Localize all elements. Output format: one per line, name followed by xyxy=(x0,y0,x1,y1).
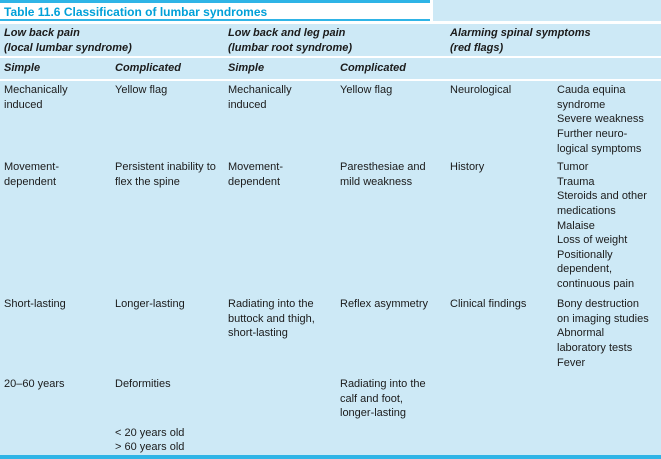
table-cell: Persistent inability to flex the spine xyxy=(115,160,228,297)
table-cell: Radiating into the buttock and thigh, sh… xyxy=(228,297,340,377)
cell-text: Yellow flag xyxy=(115,84,168,97)
table-cell: History xyxy=(450,160,557,297)
cell-text: Trauma xyxy=(557,175,595,188)
cell-text: Reflex asymmetry xyxy=(340,298,429,311)
table-cell xyxy=(557,377,661,455)
cell-text: History xyxy=(450,161,485,174)
table-cell: Deformities < 20 years old > 60 years old xyxy=(115,377,228,455)
cell-text: Short-lasting xyxy=(4,298,66,311)
subheader-simple-1: Simple xyxy=(4,62,41,75)
cell-text: Longer-lasting xyxy=(115,298,185,311)
cell-text: Movement-dependent xyxy=(228,161,284,188)
rule-gap xyxy=(0,55,661,59)
caption-gap xyxy=(430,0,433,21)
table-cell: Mechanically induced xyxy=(228,83,340,160)
group-sublabel: (red flags) xyxy=(450,41,504,54)
table-cell xyxy=(450,377,557,455)
subheader-row: Simple Complicated Simple Complicated xyxy=(0,58,661,79)
cell-text: Tumor xyxy=(557,161,589,174)
table-cell: Paresthesiae and mild weakness xyxy=(340,160,450,297)
table-cell: Movement-dependent xyxy=(4,160,115,297)
subheader-empty xyxy=(557,61,661,78)
group-header-alarming-symptoms: Alarming spinal symptoms (red flags) xyxy=(450,26,661,56)
subheader-simple-2: Simple xyxy=(228,62,265,75)
table-cell: Neurological xyxy=(450,83,557,160)
cell-text: Mechanically induced xyxy=(228,84,292,111)
table-caption-strip: Table 11.6 Classification of lumbar synd… xyxy=(0,0,430,21)
subheader-complicated-1: Complicated xyxy=(115,62,182,75)
cell-text: Steroids and other medications xyxy=(557,190,647,217)
cell-text: Radiating into the buttock and thigh, sh… xyxy=(228,298,315,340)
group-sublabel: (local lumbar syndrome) xyxy=(4,41,132,54)
table-cell: Radiating into the calf and foot, longer… xyxy=(340,377,450,455)
group-label: Low back and leg pain xyxy=(228,26,346,39)
cell-text: Mechanically induced xyxy=(4,84,68,111)
cell-text: Neurological xyxy=(450,84,512,97)
table-cell: Clinical findings xyxy=(450,297,557,377)
top-blue-band xyxy=(433,0,661,21)
cell-text: Severe weakness xyxy=(557,113,644,126)
group-sublabel: (lumbar root syndrome) xyxy=(228,41,353,54)
cell-text: Further neuro-logical symptoms xyxy=(557,128,642,155)
group-label: Low back pain xyxy=(4,26,80,39)
cell-text: Abnormal laboratory tests xyxy=(557,327,633,354)
table-cell: Yellow flag xyxy=(340,83,450,160)
cell-text: Clinical findings xyxy=(450,298,527,311)
group-header-row: Low back pain (local lumbar syndrome) Lo… xyxy=(0,23,661,56)
table-row: Short-lasting Longer-lasting Radiating int… xyxy=(0,297,661,377)
table-title: Table 11.6 Classification of lumbar synd… xyxy=(4,5,268,19)
cell-text: Positionally dependent, continuous pain xyxy=(557,248,635,290)
cell-text: Cauda equina syndrome xyxy=(557,84,626,111)
caption-row: Table 11.6 Classification of lumbar synd… xyxy=(0,0,661,21)
cell-text: Malaise xyxy=(557,219,595,232)
rule-gap xyxy=(0,21,661,24)
table-cell xyxy=(228,377,340,455)
cell-text: Paresthesiae and mild weakness xyxy=(340,161,426,188)
subheader-complicated-2: Complicated xyxy=(340,62,407,75)
rule-gap xyxy=(0,78,661,82)
table-body: Mechanically induced Yellow flag Mechanica… xyxy=(0,81,661,459)
table-cell: Longer-lasting xyxy=(115,297,228,377)
table-cell: Yellow flag xyxy=(115,83,228,160)
cell-text: Deformities xyxy=(115,378,171,391)
subheader-empty xyxy=(450,61,557,78)
table-cell: Movement-dependent xyxy=(228,160,340,297)
cell-text: Yellow flag xyxy=(340,84,393,97)
cell-text: Fever xyxy=(557,356,586,369)
table-cell: 20–60 years xyxy=(4,377,115,455)
cell-text: > 60 years old xyxy=(115,441,185,454)
table-row: Movement-dependent Persistent inability t… xyxy=(0,160,661,297)
cell-text: Bony destruction on imaging studies xyxy=(557,298,649,325)
group-header-low-back-and-leg-pain: Low back and leg pain (lumbar root syndr… xyxy=(228,26,450,56)
table-cell: Mechanically induced xyxy=(4,83,115,160)
table-cell: Reflex asymmetry xyxy=(340,297,450,377)
table-row: 20–60 years Deformities < 20 years old > 60… xyxy=(0,377,661,455)
cell-text: < 20 years old xyxy=(115,426,185,439)
cell-text: 20–60 years xyxy=(4,378,65,391)
cell-text: Loss of weight xyxy=(557,234,628,247)
group-label: Alarming spinal symptoms xyxy=(450,26,591,39)
table-cell: Short-lasting xyxy=(4,297,115,377)
cell-text: Persistent inability to flex the spine xyxy=(115,161,216,188)
table-row: Mechanically induced Yellow flag Mechanica… xyxy=(0,83,661,160)
cell-text: Movement-dependent xyxy=(4,161,60,188)
cell-text: Radiating into the calf and foot, longer… xyxy=(340,378,426,420)
group-header-low-back-pain: Low back pain (local lumbar syndrome) xyxy=(4,26,228,56)
